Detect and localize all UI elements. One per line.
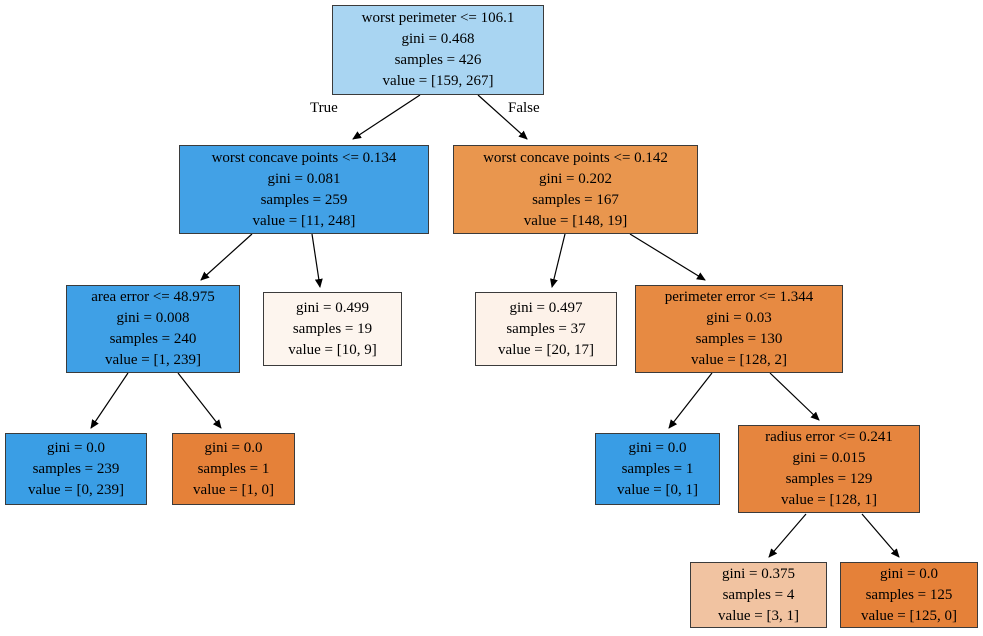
- node-value: value = [159, 267]: [382, 73, 494, 89]
- edge-root-left: [352, 94, 421, 140]
- edge-radius-leaf1250: [861, 513, 900, 558]
- node-condition: worst concave points <= 0.134: [211, 149, 397, 166]
- node-gini: gini = 0.202: [538, 170, 613, 187]
- node-value: value = [1, 0]: [193, 481, 274, 498]
- edge-perimeter-radius: [769, 372, 820, 421]
- node-gini: gini = 0.0: [204, 439, 263, 456]
- node-value: value = [10, 9]: [288, 341, 377, 358]
- node-samples: samples = 240: [109, 331, 197, 347]
- edge-area-leaf10: [177, 372, 222, 429]
- tree-leaf-value-125-0: gini = 0.0 samples = 125 value = [125, 0…: [840, 562, 978, 628]
- node-condition: worst perimeter <= 106.1: [361, 10, 515, 26]
- node-samples: samples = 1: [621, 460, 694, 477]
- tree-node-worst-concave-points-left: worst concave points <= 0.134 gini = 0.0…: [179, 145, 429, 234]
- node-samples: samples = 426: [394, 52, 482, 68]
- tree-leaf-samples-19: gini = 0.499 samples = 19 value = [10, 9…: [263, 292, 402, 366]
- node-gini: gini = 0.0: [46, 439, 106, 456]
- edge-radius-leaf31: [768, 513, 807, 558]
- node-value: value = [128, 1]: [781, 492, 877, 508]
- node-samples: samples = 37: [506, 320, 586, 337]
- node-gini: gini = 0.03: [706, 310, 772, 326]
- edge-right-perimeter: [629, 233, 706, 281]
- node-samples: samples = 125: [865, 586, 953, 603]
- node-value: value = [0, 239]: [28, 481, 124, 498]
- node-gini: gini = 0.468: [401, 31, 475, 47]
- node-gini: gini = 0.008: [116, 310, 190, 326]
- edge-label-false: False: [508, 100, 540, 116]
- tree-node-radius-error: radius error <= 0.241 gini = 0.015 sampl…: [738, 425, 920, 513]
- edge-label-true: True: [310, 100, 338, 116]
- node-value: value = [148, 19]: [523, 212, 628, 229]
- node-value: value = [20, 17]: [498, 341, 594, 358]
- tree-leaf-samples-37: gini = 0.497 samples = 37 value = [20, 1…: [475, 292, 617, 366]
- node-samples: samples = 4: [722, 586, 795, 603]
- edge-perimeter-leaf01: [668, 372, 713, 429]
- node-samples: samples = 130: [695, 331, 783, 347]
- tree-leaf-value-3-1: gini = 0.375 samples = 4 value = [3, 1]: [690, 562, 827, 628]
- node-gini: gini = 0.499: [295, 299, 370, 316]
- node-condition: perimeter error <= 1.344: [664, 289, 814, 305]
- node-samples: samples = 167: [532, 191, 619, 208]
- node-value: value = [1, 239]: [105, 352, 201, 368]
- node-gini: gini = 0.375: [721, 565, 796, 582]
- tree-node-worst-concave-points-right: worst concave points <= 0.142 gini = 0.2…: [453, 145, 698, 234]
- node-gini: gini = 0.0: [628, 439, 687, 456]
- node-samples: samples = 239: [32, 460, 120, 477]
- node-condition: area error <= 48.975: [91, 289, 215, 305]
- node-value: value = [125, 0]: [861, 607, 957, 624]
- tree-node-area-error: area error <= 48.975 gini = 0.008 sample…: [66, 285, 240, 373]
- node-gini: gini = 0.081: [267, 170, 341, 187]
- node-value: value = [0, 1]: [617, 481, 698, 498]
- node-samples: samples = 129: [785, 471, 873, 487]
- node-value: value = [128, 2]: [691, 352, 787, 368]
- node-samples: samples = 19: [292, 320, 373, 337]
- edge-right-leaf37: [550, 233, 566, 288]
- node-condition: worst concave points <= 0.142: [483, 149, 668, 166]
- tree-node-root: worst perimeter <= 106.1 gini = 0.468 sa…: [332, 5, 544, 95]
- tree-node-perimeter-error: perimeter error <= 1.344 gini = 0.03 sam…: [635, 285, 843, 373]
- node-condition: radius error <= 0.241: [765, 429, 893, 445]
- edge-left-area: [200, 233, 253, 281]
- node-gini: gini = 0.0: [879, 565, 939, 582]
- node-samples: samples = 259: [260, 191, 348, 208]
- node-gini: gini = 0.015: [792, 450, 866, 466]
- node-gini: gini = 0.497: [509, 299, 583, 316]
- edge-left-leaf19: [311, 233, 323, 288]
- node-value: value = [3, 1]: [718, 607, 799, 624]
- tree-leaf-samples-239: gini = 0.0 samples = 239 value = [0, 239…: [5, 433, 147, 505]
- node-value: value = [11, 248]: [252, 212, 356, 229]
- node-samples: samples = 1: [197, 460, 270, 477]
- tree-leaf-value-1-0: gini = 0.0 samples = 1 value = [1, 0]: [172, 433, 295, 505]
- tree-leaf-value-0-1: gini = 0.0 samples = 1 value = [0, 1]: [595, 433, 720, 505]
- edge-area-leaf239: [90, 372, 129, 429]
